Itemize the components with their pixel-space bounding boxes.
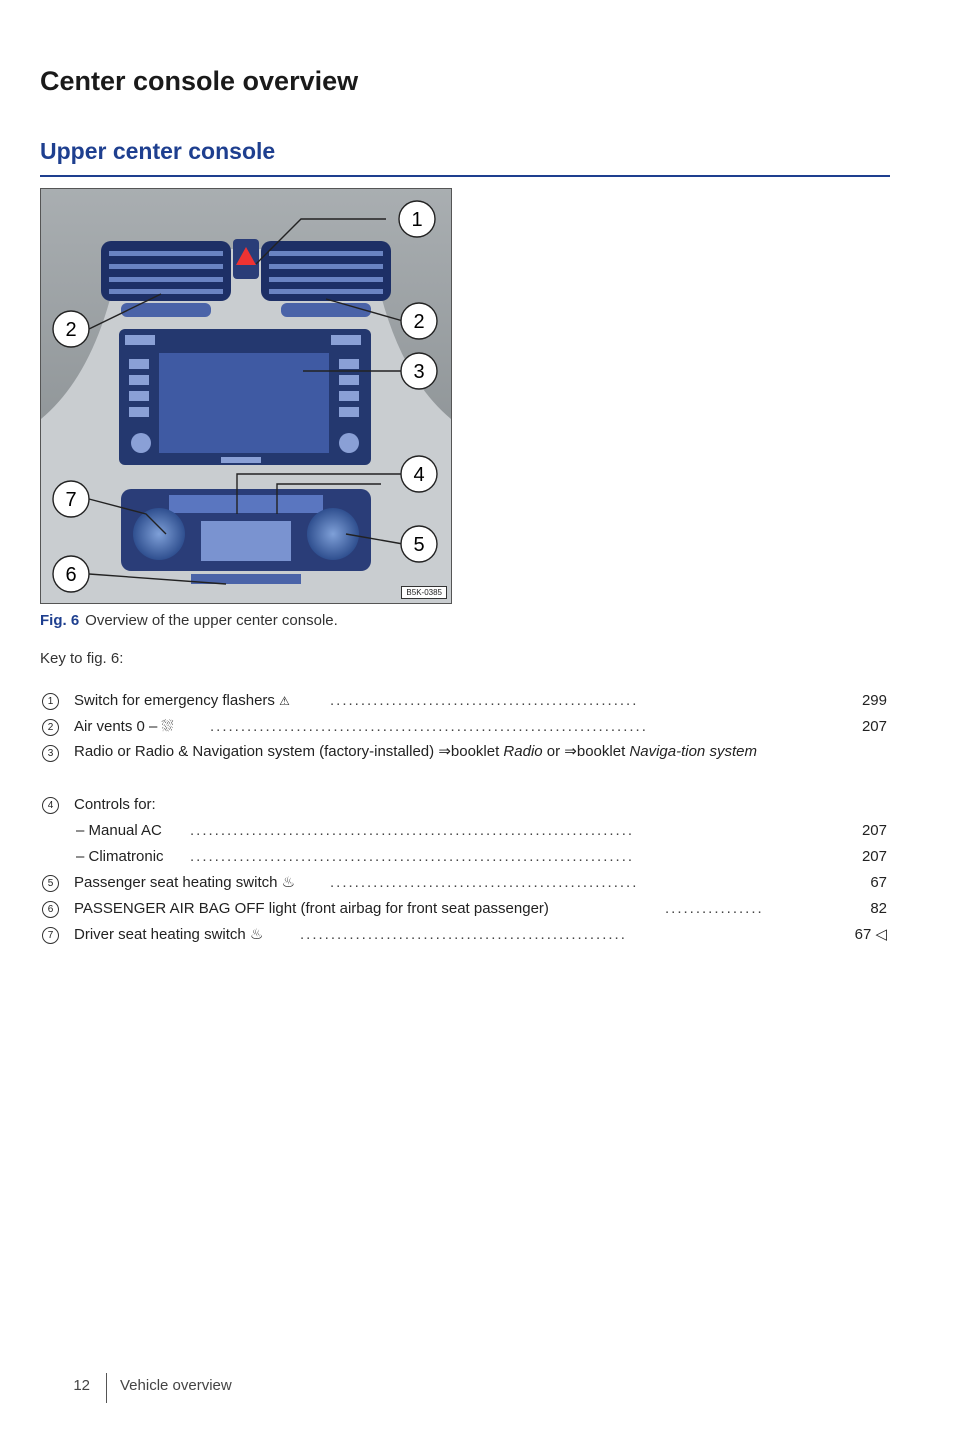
figure-caption: Fig. 6 Overview of the upper center conso…: [40, 612, 338, 629]
item-text: – Climatronic: [76, 848, 164, 865]
callout-4: 4: [400, 455, 438, 493]
seat-heat-icon: ♨: [249, 926, 264, 943]
page-ref: 299: [861, 692, 887, 709]
footer-divider: [106, 1373, 107, 1403]
footer-section: Vehicle overview: [120, 1377, 232, 1394]
page-footer: 12 Vehicle overview: [40, 1373, 232, 1403]
section-rule: [40, 175, 890, 177]
callout-2-right: 2: [400, 302, 438, 340]
callout-3-label: 3: [413, 361, 424, 383]
caption-text: Overview of the upper center console.: [85, 612, 338, 629]
callout-2-left-label: 2: [65, 319, 76, 341]
page-title: Center console overview: [40, 66, 359, 96]
page-ref: 207: [861, 822, 887, 839]
radio-unit: [119, 329, 371, 465]
callout-2-left: 2: [52, 310, 90, 348]
item-text-italic: Radio: [503, 743, 543, 760]
vent-symbol-icon: 0 – ⛆: [136, 718, 174, 735]
page-ref: 82: [870, 900, 887, 917]
caption-fig-number: Fig. 6: [40, 612, 80, 629]
item-text: Passenger seat heating switch: [74, 874, 278, 891]
callout-1-label: 1: [411, 209, 422, 231]
page-number: 12: [73, 1377, 90, 1394]
warning-triangle-icon: ⚠: [279, 694, 290, 708]
item-number: 6: [42, 901, 59, 918]
item-text: Driver seat heating switch: [74, 926, 246, 943]
item-number: 2: [42, 719, 59, 736]
item-number: 7: [42, 927, 59, 944]
list-item: 7 Driver seat heating switch ♨ .........…: [40, 922, 895, 948]
item-text: Controls for:: [74, 796, 156, 813]
callout-5-label: 5: [413, 534, 424, 556]
callout-3: 3: [400, 352, 438, 390]
list-item: 6 PASSENGER AIR BAG OFF light (front air…: [40, 896, 895, 922]
list-item: 2 Air vents 0 – ⛆ ......................…: [40, 714, 895, 740]
item-number: 5: [42, 875, 59, 892]
console-illustration: 1 2 2 3 4 5 6 7: [41, 189, 451, 603]
seat-heat-icon: ♨: [281, 874, 296, 891]
air-vent-left: [101, 241, 231, 301]
vent-thumbwheels: [121, 303, 371, 317]
callout-6: 6: [52, 555, 90, 593]
leader-dots: ........................................…: [190, 848, 635, 865]
page-ref: 207: [861, 848, 887, 865]
item-text: Radio or Radio & Navigation system (fact…: [74, 743, 504, 760]
item-text: – Manual AC: [76, 822, 162, 839]
item-text: or ⇒booklet: [542, 743, 630, 760]
figure-code: B5K-0385: [401, 586, 447, 599]
page-ref: 67 ◁: [854, 926, 887, 943]
list-item: 5 Passenger seat heating switch ♨ ......…: [40, 870, 895, 896]
callout-5: 5: [400, 525, 438, 563]
list-item: 1 Switch for emergency flashers ⚠ ......…: [40, 688, 895, 714]
item-number: 3: [42, 745, 59, 762]
item-text-italic: Naviga-tion system: [629, 743, 757, 760]
callout-1: 1: [398, 200, 436, 238]
key-to-label: Key to fig. 6:: [40, 650, 124, 667]
leader-dots: ........................................…: [190, 822, 635, 839]
item-text: Switch for emergency flashers: [74, 692, 275, 709]
climate-control-panel: [121, 489, 371, 584]
hazard-switch: [233, 239, 259, 279]
console-figure: 1 2 2 3 4 5 6 7 B5K-0385: [40, 188, 452, 604]
leader-dots: ........................................…: [300, 926, 627, 943]
callout-leaders: [88, 218, 404, 585]
leader-dots: ........................................…: [210, 718, 648, 735]
list-item: 3 Radio or Radio & Navigation system (fa…: [40, 740, 895, 792]
list-item: 4 Controls for:: [40, 792, 895, 818]
item-number: 1: [42, 693, 59, 710]
section-heading: Upper center console: [40, 138, 276, 164]
key-list: 1 Switch for emergency flashers ⚠ ......…: [40, 688, 895, 948]
callout-6-label: 6: [65, 564, 76, 586]
item-number: 4: [42, 797, 59, 814]
list-item: – Climatronic ..........................…: [40, 844, 895, 870]
page-ref: 67: [870, 874, 887, 891]
item-text: PASSENGER AIR BAG OFF light (front airba…: [74, 900, 549, 917]
leader-dots: ........................................…: [330, 692, 639, 709]
callout-7: 7: [52, 480, 90, 518]
list-item: – Manual AC ............................…: [40, 818, 895, 844]
leader-dots: ........................................…: [330, 874, 639, 891]
item-text: Air vents: [74, 718, 133, 735]
page-ref: 207: [861, 718, 887, 735]
leader-dots: ................: [665, 900, 764, 917]
callout-4-label: 4: [413, 464, 424, 486]
air-vent-right: [261, 241, 391, 301]
callout-2-right-label: 2: [413, 311, 424, 333]
callout-7-label: 7: [65, 489, 76, 511]
